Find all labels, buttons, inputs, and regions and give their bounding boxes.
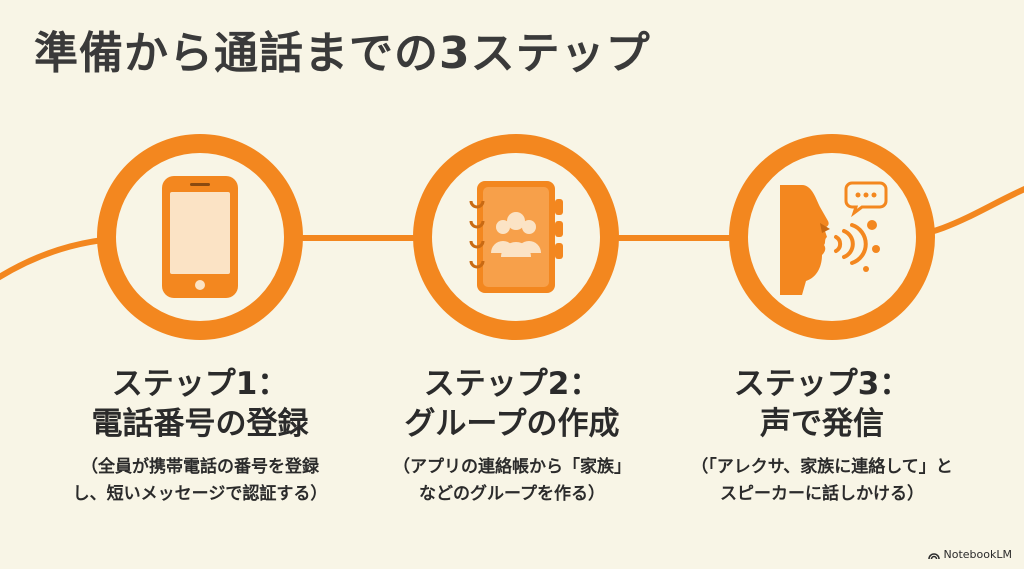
step-2-desc-line1: （アプリの連絡帳から「家族」 (393, 457, 631, 477)
step-1-desc-line1: （全員が携帯電話の番号を登録 (81, 457, 319, 477)
step-1-heading-line2: 電話番号の登録 (91, 406, 309, 442)
step-3-heading: ステップ3： 声で発信 (672, 364, 972, 444)
step-3-heading-line2: 声で発信 (760, 406, 884, 442)
smartphone-icon (162, 176, 238, 298)
address-book-icon (469, 181, 563, 293)
step-2-desc-line2: などのグループを作る） (419, 484, 605, 504)
step-2-heading-line1: ステップ2： (423, 366, 601, 402)
step-1-heading-line1: ステップ1： (111, 366, 289, 402)
step-3-heading-line1: ステップ3： (733, 366, 911, 402)
brand-label: NotebookLM (943, 548, 1012, 561)
step-3-desc-line1: （「アレクサ、家族に連絡して」と (691, 457, 953, 477)
brand-watermark: NotebookLM (927, 548, 1012, 561)
step-3-description: （「アレクサ、家族に連絡して」と スピーカーに話しかける） (672, 454, 972, 508)
step-2-circle (413, 134, 619, 340)
step-3-circle (729, 134, 935, 340)
step-1-desc-line2: し、短いメッセージで認証する） (72, 484, 328, 504)
step-1-circle (97, 134, 303, 340)
speaking-face-icon (780, 181, 888, 295)
step-1-description: （全員が携帯電話の番号を登録 し、短いメッセージで認証する） (50, 454, 350, 508)
step-2-description: （アプリの連絡帳から「家族」 などのグループを作る） (362, 454, 662, 508)
step-1-heading: ステップ1： 電話番号の登録 (50, 364, 350, 444)
step-2-heading-line2: グループの作成 (404, 406, 620, 442)
step-2-text: ステップ2： グループの作成 （アプリの連絡帳から「家族」 などのグループを作る… (362, 364, 662, 508)
step-3-desc-line2: スピーカーに話しかける） (720, 484, 924, 504)
notebooklm-logo-icon (927, 552, 940, 559)
step-3-text: ステップ3： 声で発信 （「アレクサ、家族に連絡して」と スピーカーに話しかける… (672, 364, 972, 508)
step-2-heading: ステップ2： グループの作成 (362, 364, 662, 444)
page-title: 準備から通話までの3ステップ (34, 28, 651, 79)
step-1-text: ステップ1： 電話番号の登録 （全員が携帯電話の番号を登録 し、短いメッセージで… (50, 364, 350, 508)
